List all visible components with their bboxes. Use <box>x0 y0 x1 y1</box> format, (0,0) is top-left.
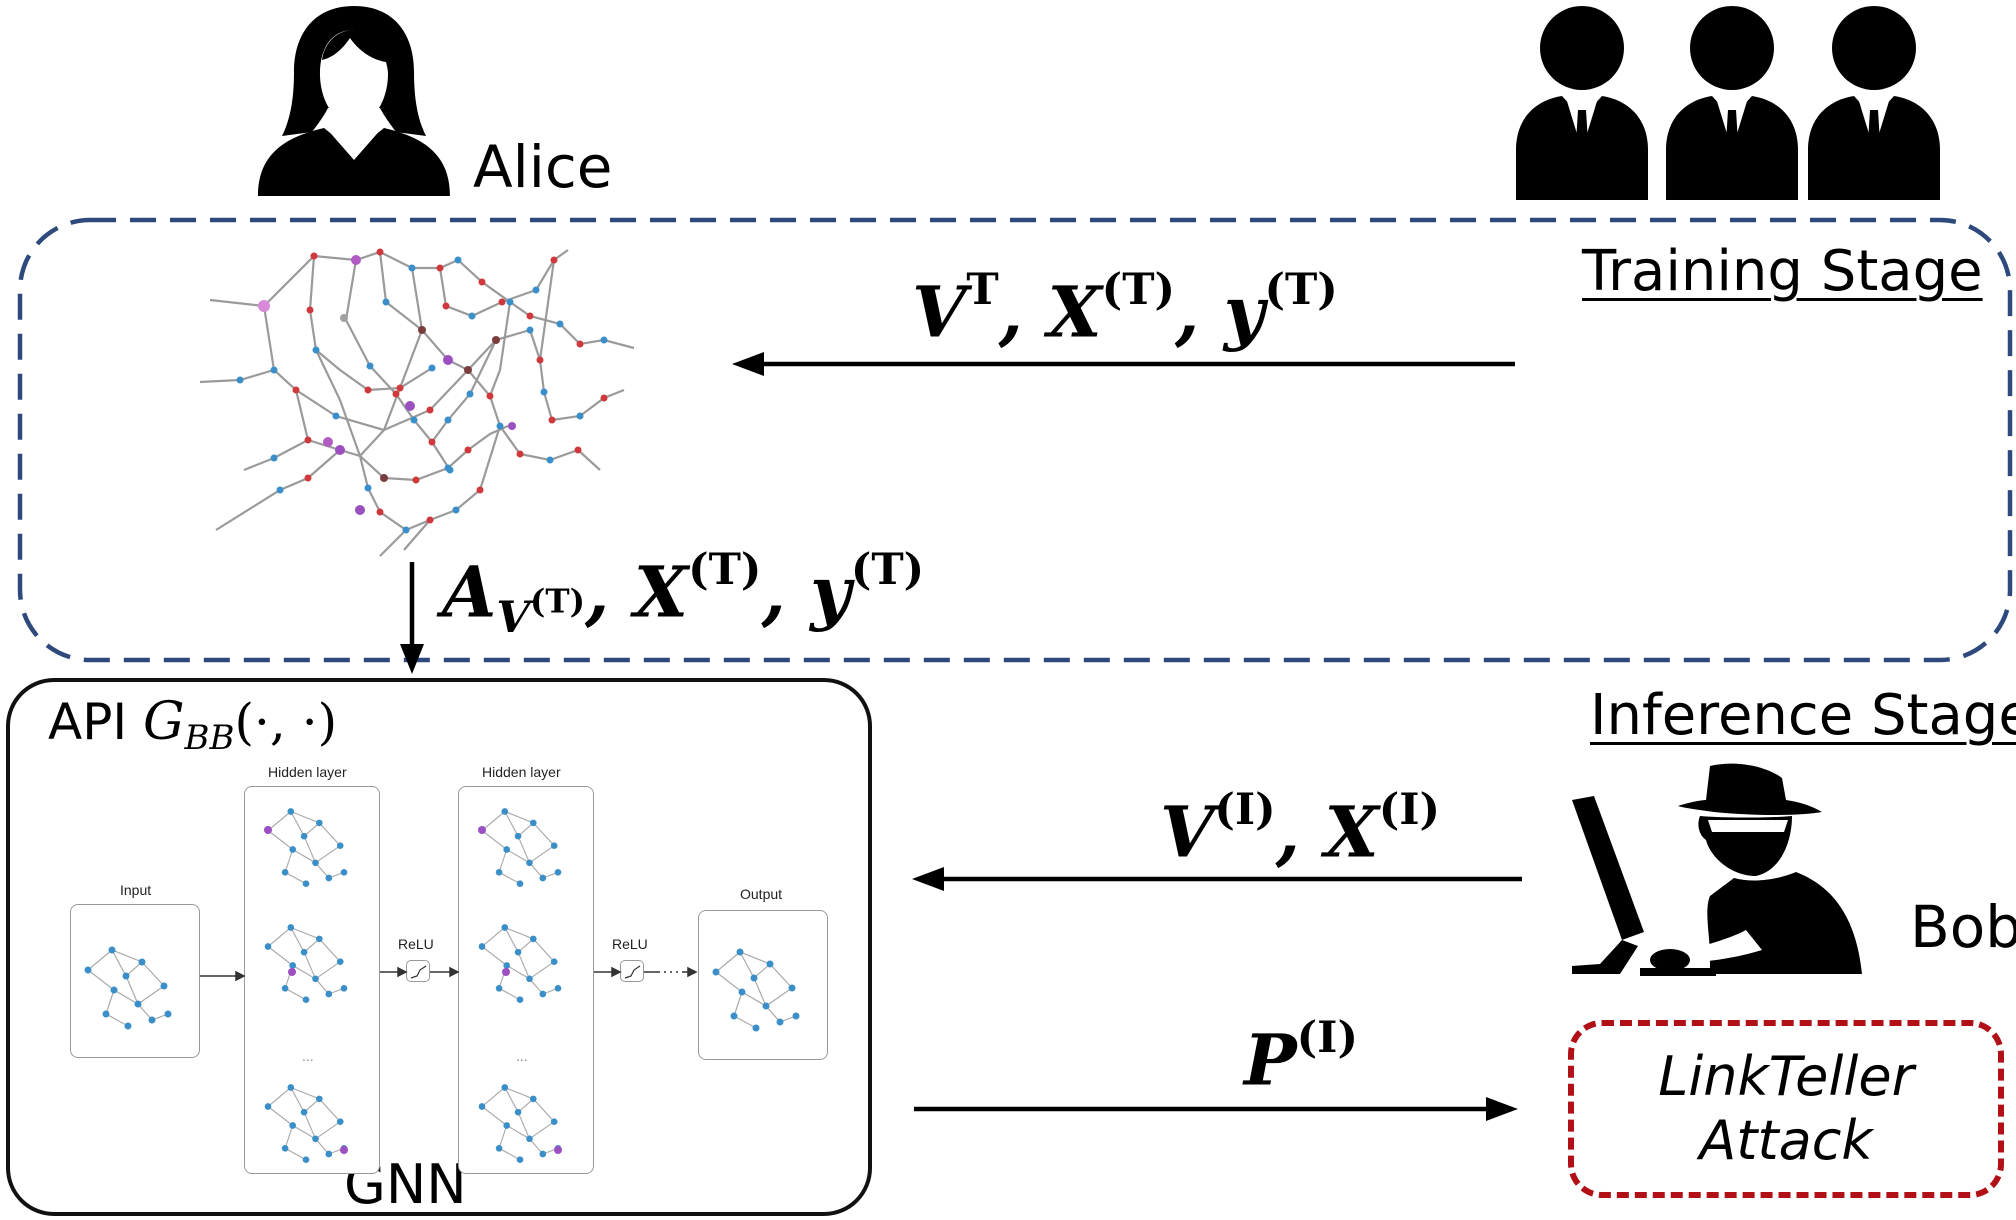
relu-1-label: ReLU <box>398 936 434 952</box>
hidden-layer-2-label: Hidden layer <box>482 764 561 780</box>
gnn-graphs <box>83 807 801 1164</box>
relu-2-box <box>620 960 644 982</box>
relu-1-box <box>406 960 430 982</box>
hidden-layer-2-panel <box>458 786 594 1174</box>
linkteller-attack-box: LinkTeller Attack <box>1568 1020 2004 1198</box>
output-label: Output <box>740 886 783 902</box>
output-panel <box>698 910 828 1060</box>
ellipsis-2: ... <box>516 1048 528 1064</box>
ellipsis-1: ... <box>302 1048 314 1064</box>
response-label: P(I) <box>1244 1012 1358 1102</box>
api-box <box>6 678 872 1216</box>
input-label: Input <box>120 882 152 898</box>
graph-to-api-arrow <box>400 562 424 674</box>
attack-word: Attack <box>1699 1109 1873 1172</box>
relu-2-label: ReLU <box>612 936 648 952</box>
response-arrow <box>914 1097 1518 1121</box>
graph-network-icon <box>200 248 635 557</box>
training-data-label: VT, X(T), y(T) <box>912 264 1338 354</box>
hidden-layer-1-label: Hidden layer <box>268 764 347 780</box>
gnn-diagram: Input Hidden layer ReLU Hidden layer ReL… <box>60 758 860 1178</box>
inference-stage-title: Inference Stage <box>1590 683 2016 748</box>
alice-label: Alice <box>473 133 613 201</box>
training-data-arrow <box>732 352 1515 376</box>
person-female-icon <box>258 6 450 196</box>
hacker-computer-icon <box>1572 763 1862 976</box>
group-business-icon <box>1516 6 1940 200</box>
bob-label: Bob <box>1910 893 2016 961</box>
api-title: API GBB(·, ·) <box>48 692 338 759</box>
input-panel <box>70 904 200 1058</box>
query-label: V(I), X(I) <box>1160 784 1441 874</box>
graph-to-api-label: AV(T), X(T), y(T) <box>442 544 925 643</box>
query-arrow <box>912 867 1522 891</box>
attack-name: LinkTeller <box>1658 1045 1914 1109</box>
training-stage-title: Training Stage <box>1582 239 1983 304</box>
